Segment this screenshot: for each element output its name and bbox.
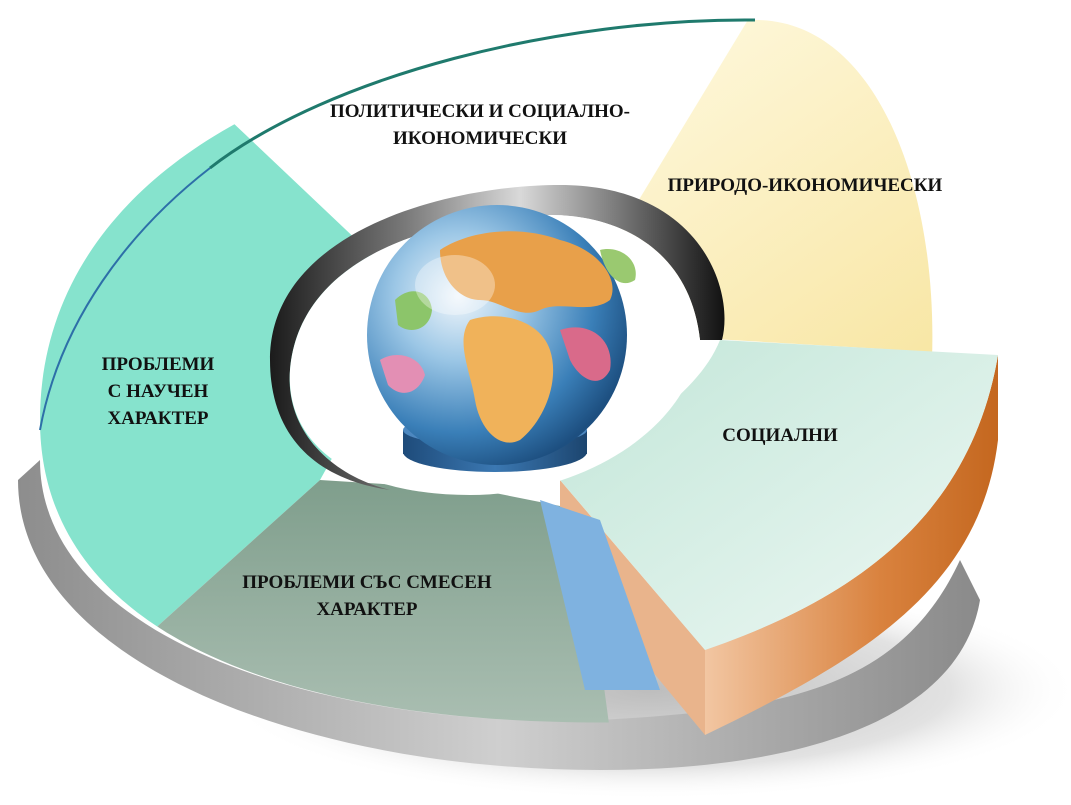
label-natural-economic-line-1: ПРИРОДО-ИКОНОМИЧЕСКИ <box>667 175 943 196</box>
segment-political <box>230 20 760 300</box>
label-mixed: ПРОБЛЕМИ СЪС СМЕСЕН ХАРАКТЕР <box>212 569 522 623</box>
label-natural-economic: ПРИРОДО-ИКОНОМИЧЕСКИ <box>645 172 965 199</box>
ring-outline <box>209 18 756 170</box>
label-mixed-line-1: ПРОБЛЕМИ СЪС СМЕСЕН <box>242 572 492 593</box>
label-political-line-2: ИКОНОМИЧЕСКИ <box>392 128 568 149</box>
segment-social-front <box>705 355 998 735</box>
segment-scientific <box>40 120 420 660</box>
label-political: ПОЛИТИЧЕСКИ И СОЦИАЛНО- ИКОНОМИЧЕСКИ <box>300 98 660 152</box>
segment-mixed <box>100 480 620 723</box>
label-scientific-line-2: С НАУЧЕН <box>107 381 209 402</box>
segment-gap-strip <box>540 500 660 690</box>
label-social: СОЦИАЛНИ <box>700 422 860 449</box>
label-social-line-1: СОЦИАЛНИ <box>722 425 838 446</box>
ring-outline-left <box>39 167 211 431</box>
segment-social-top <box>560 340 998 650</box>
ring-rim <box>18 460 980 770</box>
label-scientific: ПРОБЛЕМИ С НАУЧЕН ХАРАКТЕР <box>78 351 238 432</box>
label-political-line-1: ПОЛИТИЧЕСКИ И СОЦИАЛНО- <box>330 101 630 122</box>
label-scientific-line-1: ПРОБЛЕМИ <box>101 354 215 375</box>
label-scientific-line-3: ХАРАКТЕР <box>107 408 209 429</box>
globe-icon <box>367 205 636 472</box>
label-mixed-line-2: ХАРАКТЕР <box>316 599 418 620</box>
ring-hole-wall <box>270 185 725 490</box>
